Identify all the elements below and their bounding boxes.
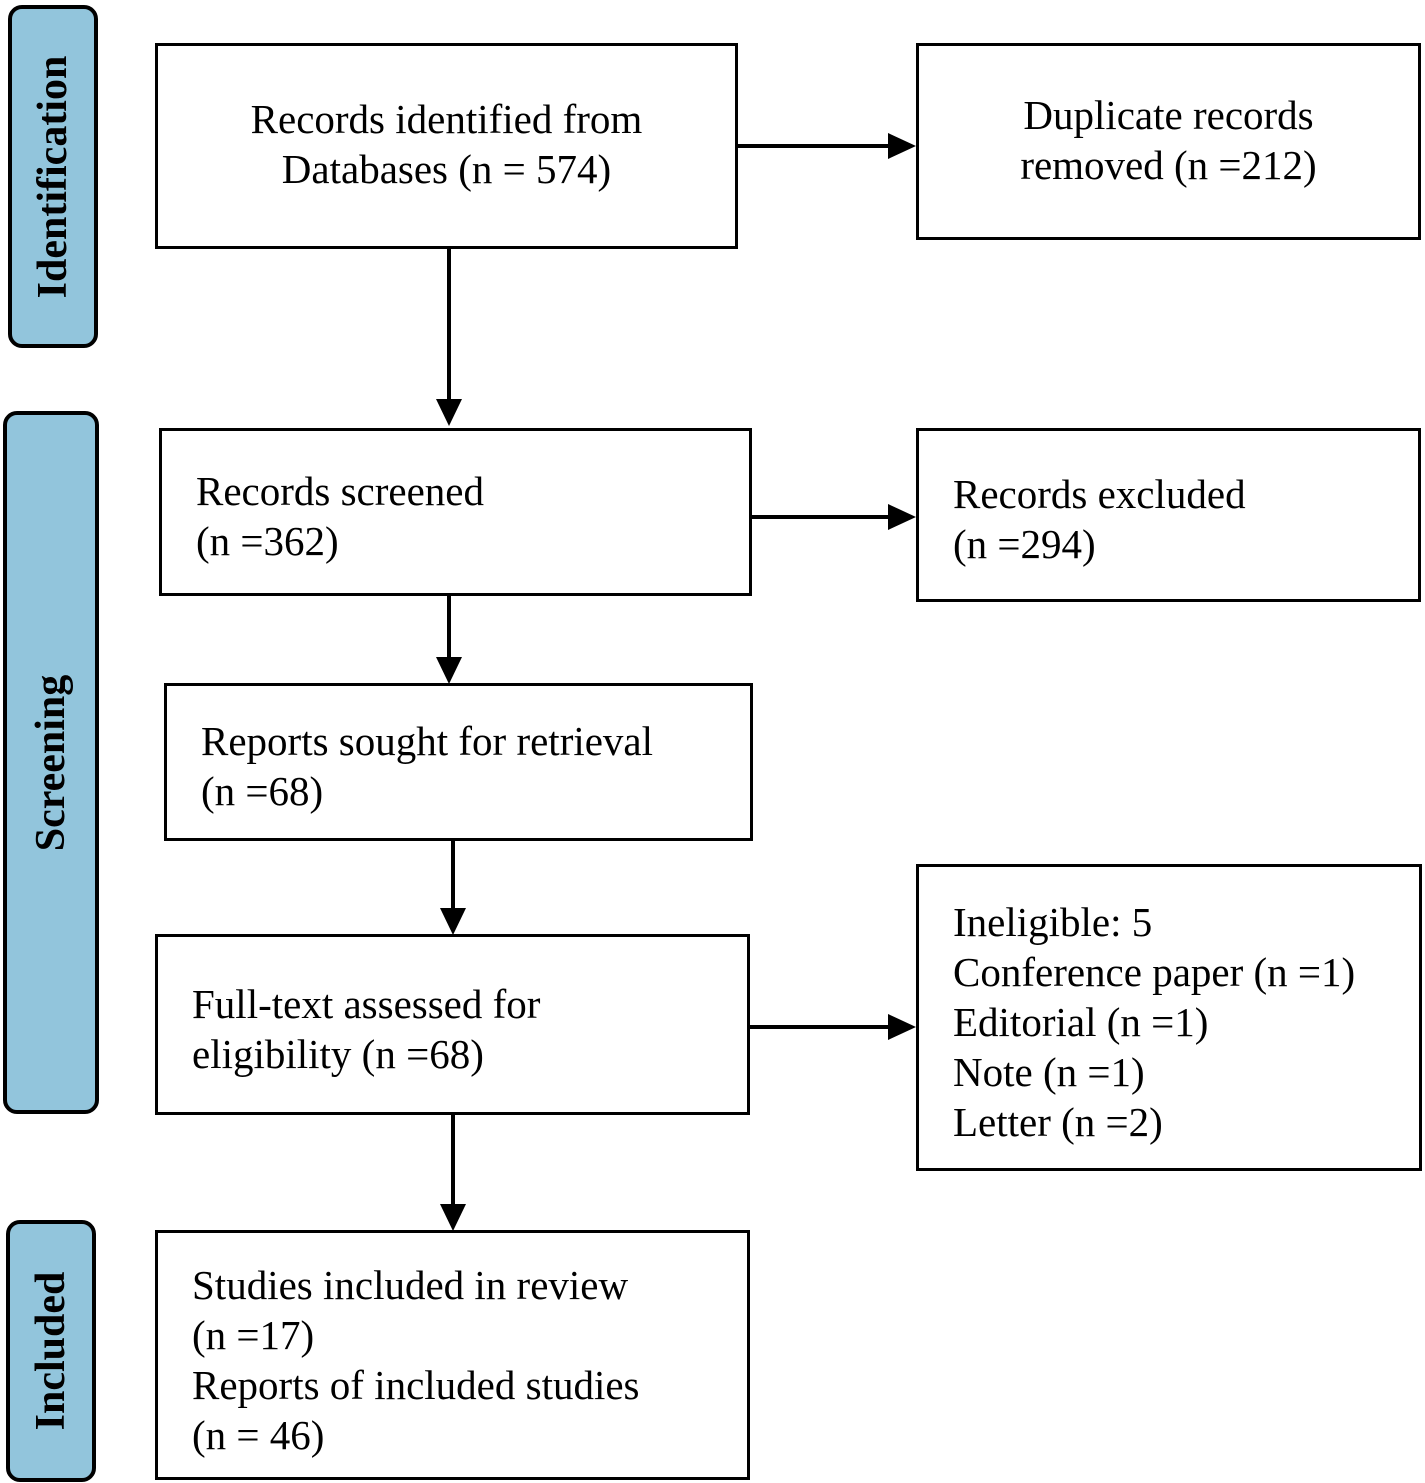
box-line: (n = 46) [192,1412,325,1458]
records-screened-box: Records screened (n =362) [159,428,752,596]
box-line: (n =362) [196,518,339,564]
box-line: Databases (n = 574) [281,146,612,192]
phase-identification: Identification [8,5,98,348]
studies-included-box: Studies included in review (n =17) Repor… [155,1230,750,1480]
box-line: Editorial (n =1) [953,999,1209,1045]
box-line: Studies included in review [192,1262,629,1308]
arrowhead-excluded [888,504,916,530]
box-line: removed (n =212) [1020,142,1317,188]
phase-screening: Screening [3,411,99,1114]
box-line: Note (n =1) [953,1049,1145,1095]
duplicates-removed-box: Duplicate records removed (n =212) [916,43,1421,240]
box-line: Records identified from [250,96,643,142]
arrowhead-duplicates [888,133,916,159]
box-line: Ineligible: 5 [953,899,1153,945]
arrowhead-ineligible [888,1014,916,1040]
box-line: (n =294) [953,521,1096,567]
records-identified-box: Records identified from Databases (n = 5… [155,43,738,249]
records-excluded-box: Records excluded (n =294) [916,428,1421,602]
box-line: Full-text assessed for [192,981,541,1027]
box-line: (n =17) [192,1312,315,1358]
box-line: (n =68) [201,768,324,814]
arrowhead-screened [436,399,462,426]
box-line: Duplicate records [1023,92,1314,138]
box-line: Records screened [196,468,485,514]
arrowhead-included [440,1204,466,1231]
box-line: eligibility (n =68) [192,1031,484,1077]
full-text-assessed-box: Full-text assessed for eligibility (n =6… [155,934,750,1115]
box-line: Reports sought for retrieval [201,718,654,764]
box-line: Records excluded [953,471,1246,517]
box-line: Conference paper (n =1) [953,949,1356,995]
arrowhead-assessed [440,908,466,935]
phase-included: Included [6,1220,96,1482]
box-line: Reports of included studies [192,1362,640,1408]
box-line: Letter (n =2) [953,1099,1163,1145]
reports-sought-box: Reports sought for retrieval (n =68) [164,683,753,841]
ineligible-box: Ineligible: 5 Conference paper (n =1) Ed… [916,864,1422,1171]
arrowhead-sought [436,657,462,684]
